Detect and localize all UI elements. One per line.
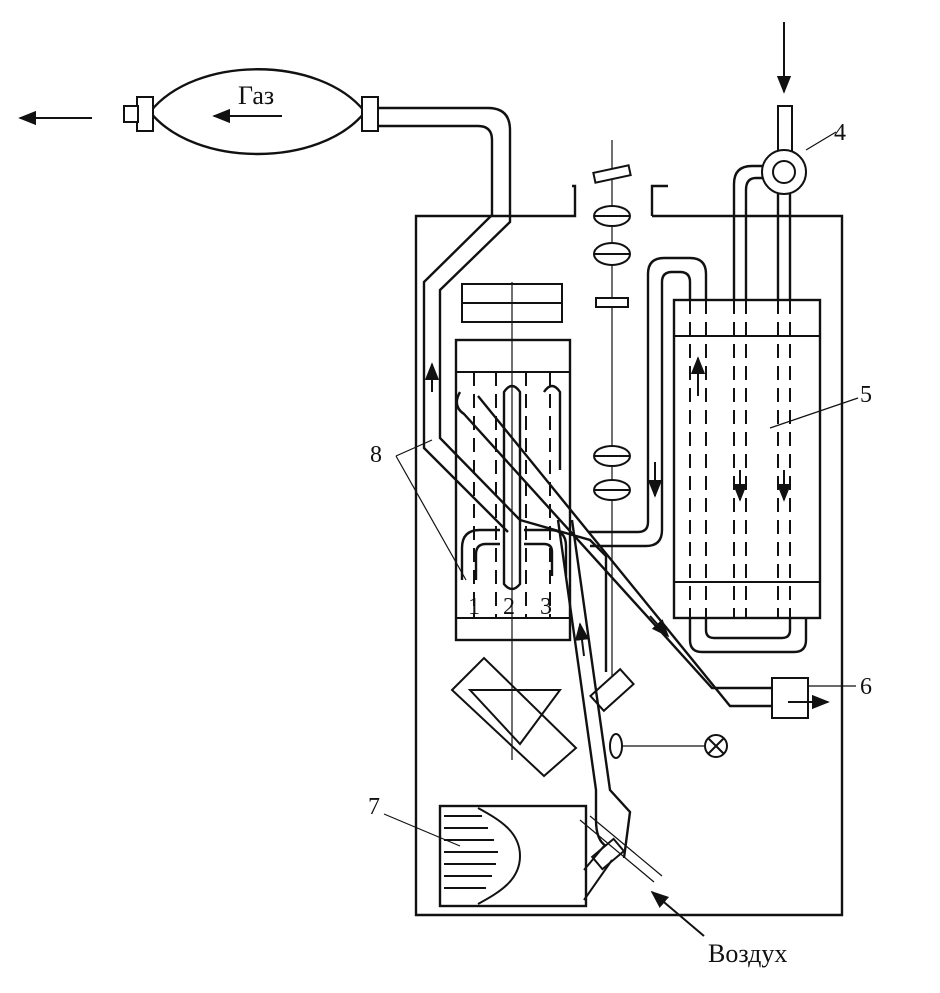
tube-label-1: 1 [468,594,480,620]
scale-eyepiece [383,804,613,908]
measuring-chamber [454,338,572,642]
rubber-bulb-icon [123,68,379,156]
heat-exchanger [588,256,859,654]
gas-label: Газ [238,81,274,110]
callout-6: 6 [860,674,872,700]
callout-4: 4 [834,120,846,146]
callout-8-leaders [395,439,467,581]
air-intake-tube [556,519,705,937]
air-label: Воздух [708,939,787,968]
callout-5: 5 [860,382,872,408]
instrument-housing [414,184,844,917]
optical-system [461,140,632,760]
callout-8: 8 [370,442,382,468]
gas-hose [378,106,521,533]
lamp-icon [704,734,728,758]
callout-7: 7 [368,794,380,820]
air-inlet-valve [732,22,837,300]
tube-label-3: 3 [540,594,552,620]
prism-and-lamp [450,656,728,778]
outlet-channel [455,391,856,719]
tube-label-2: 2 [503,594,515,620]
